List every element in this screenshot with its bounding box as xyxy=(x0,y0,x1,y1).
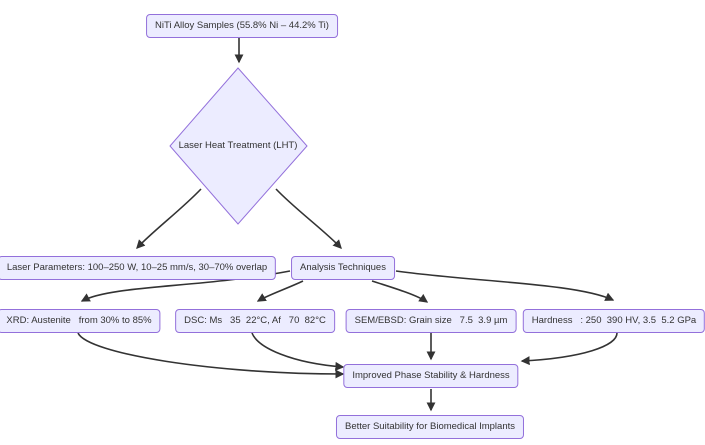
edge-hardness-to-improved xyxy=(520,332,618,366)
node-dsc-transformation-temps: DSC: Ms 35 22°C, Af 70 82°C xyxy=(175,309,335,333)
node-sem-ebsd-grain-size: SEM/EBSD: Grain size 7.5 3.9 µm xyxy=(345,309,517,333)
node-niti-alloy-samples: NiTi Alloy Samples (55.8% Ni – 44.2% Ti) xyxy=(146,14,338,38)
node-laser-parameters: Laser Parameters: 100–250 W, 10–25 mm/s,… xyxy=(0,256,277,280)
edge-xrd-to-improved xyxy=(77,332,345,379)
edge-analysis-to-dsc xyxy=(256,280,304,302)
edge-analysis-to-hardness xyxy=(395,270,615,301)
node-xrd-austenite: XRD: Austenite from 30% to 85% xyxy=(0,309,161,333)
edge-lht-to-analysis xyxy=(275,188,342,249)
edge-dsc-to-improved xyxy=(251,332,345,371)
node-hardness: Hardness : 250 390 HV, 3.5 5.2 GPa xyxy=(522,309,705,333)
node-improved-phase-stability: Improved Phase Stability & Hardness xyxy=(343,364,519,388)
node-analysis-techniques: Analysis Techniques xyxy=(291,256,395,280)
node-better-suitability-implants: Better Suitability for Biomedical Implan… xyxy=(335,415,525,439)
lht-diamond-shape xyxy=(169,67,308,225)
node-laser-heat-treatment-label: Laser Heat Treatment (LHT) xyxy=(178,140,298,151)
edge-analysis-to-sem xyxy=(371,280,429,303)
edge-lht-to-laser-params xyxy=(136,188,202,249)
